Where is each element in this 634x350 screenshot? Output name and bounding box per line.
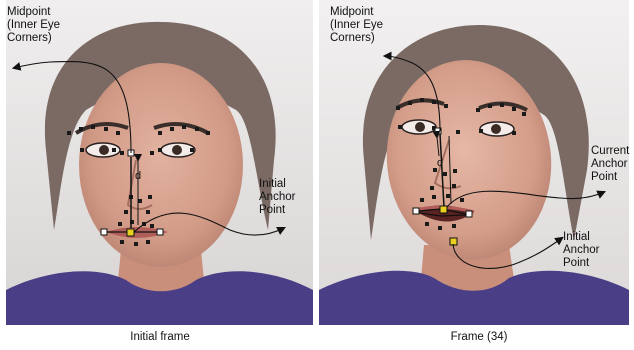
left-face [79, 63, 243, 267]
left-photo-panel [6, 0, 313, 325]
right-caption: Frame (34) [424, 331, 534, 343]
right-midpoint-label: Midpoint (Inner Eye Corners) [330, 6, 383, 45]
right-initial-anchor-label: Initial Anchor Point [563, 231, 599, 270]
right-distance-label: d [437, 157, 443, 170]
left-anchor-label: Initial Anchor Point [259, 178, 295, 217]
right-photo-panel [319, 0, 629, 325]
left-face-photo [6, 0, 313, 325]
left-distance-label: d [135, 170, 141, 183]
right-face-photo [319, 0, 629, 325]
left-midpoint-label: Midpoint (Inner Eye Corners) [7, 6, 60, 45]
left-caption: Initial frame [100, 331, 220, 343]
right-current-anchor-label: Current Anchor Point [591, 145, 629, 184]
